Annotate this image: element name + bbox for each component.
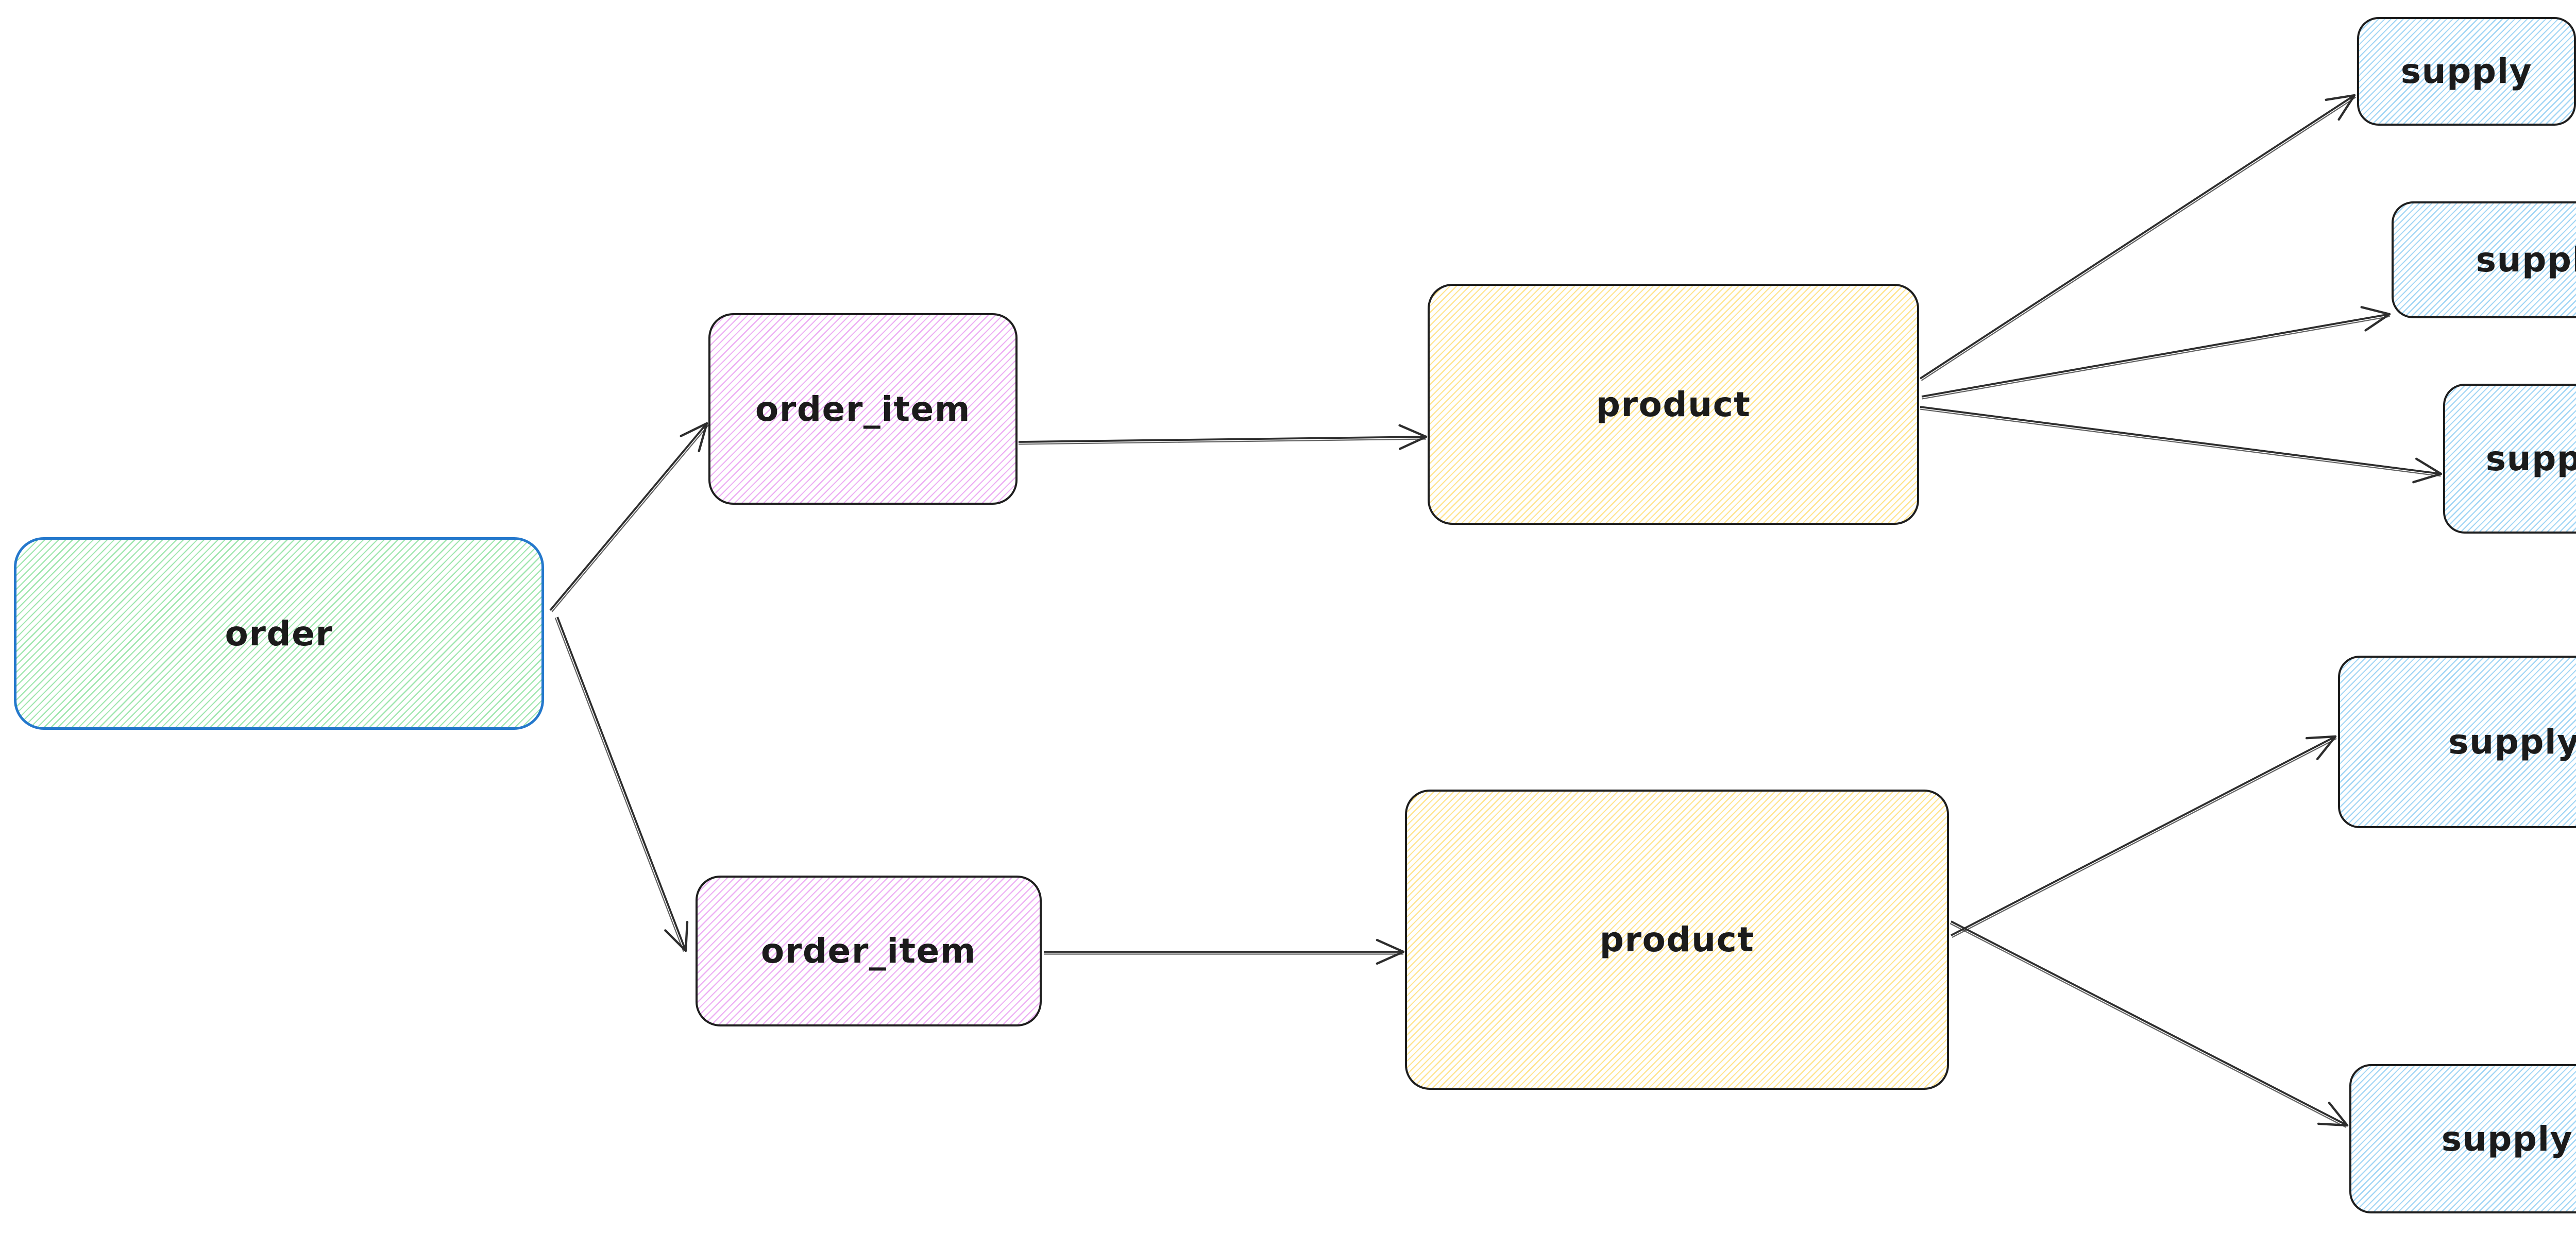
arrow-order-item-2-to-product-2[interactable] bbox=[1044, 938, 1405, 965]
arrow-order-to-order-item-1[interactable] bbox=[549, 422, 709, 612]
node-supply-1-label: supply bbox=[2400, 52, 2533, 91]
node-supply-1[interactable]: supply bbox=[2357, 17, 2576, 126]
arrow-shaft bbox=[1921, 313, 2390, 398]
node-supply-3-label: supply bbox=[2485, 439, 2576, 478]
node-order-item-1[interactable]: order_item bbox=[708, 313, 1018, 505]
node-order[interactable]: order bbox=[14, 537, 544, 730]
node-supply-2-label: supply bbox=[2476, 240, 2576, 280]
node-order-item-2[interactable]: order_item bbox=[696, 876, 1042, 1026]
node-product-1[interactable]: product bbox=[1428, 284, 1919, 525]
node-product-2-label: product bbox=[1599, 920, 1755, 960]
arrow-shaft bbox=[1919, 94, 2355, 380]
node-supply-5-label: supply bbox=[2441, 1119, 2573, 1159]
arrow-product-2-to-supply-4[interactable] bbox=[1951, 735, 2337, 938]
arrow-product-1-to-supply-2[interactable] bbox=[1921, 306, 2391, 400]
arrow-shaft bbox=[556, 616, 687, 951]
node-product-1-label: product bbox=[1596, 384, 1751, 424]
node-order-item-2-label: order_item bbox=[760, 931, 977, 971]
arrow-shaft bbox=[1920, 406, 2442, 475]
node-supply-3[interactable]: supply bbox=[2443, 384, 2576, 534]
arrow-product-1-to-supply-3[interactable] bbox=[1920, 406, 2443, 484]
arrow-product-2-to-supply-5[interactable] bbox=[1950, 920, 2349, 1128]
node-supply-4[interactable]: supply bbox=[2338, 656, 2576, 828]
node-supply-2[interactable]: supply bbox=[2392, 201, 2576, 318]
arrow-order-item-1-to-product-1[interactable] bbox=[1018, 424, 1428, 450]
node-order-label: order bbox=[225, 613, 333, 654]
arrow-shaft bbox=[1951, 735, 2336, 936]
node-supply-5[interactable]: supply bbox=[2349, 1064, 2576, 1213]
arrow-shaft bbox=[549, 422, 708, 611]
node-order-item-1-label: order_item bbox=[755, 389, 971, 429]
node-supply-4-label: supply bbox=[2448, 722, 2576, 762]
arrow-product-1-to-supply-1[interactable] bbox=[1919, 94, 2357, 381]
arrow-shaft bbox=[1951, 920, 2348, 1126]
arrow-order-to-order-item-2[interactable] bbox=[554, 616, 689, 952]
node-product-2[interactable]: product bbox=[1405, 790, 1949, 1090]
arrow-shaft bbox=[1018, 436, 1427, 443]
